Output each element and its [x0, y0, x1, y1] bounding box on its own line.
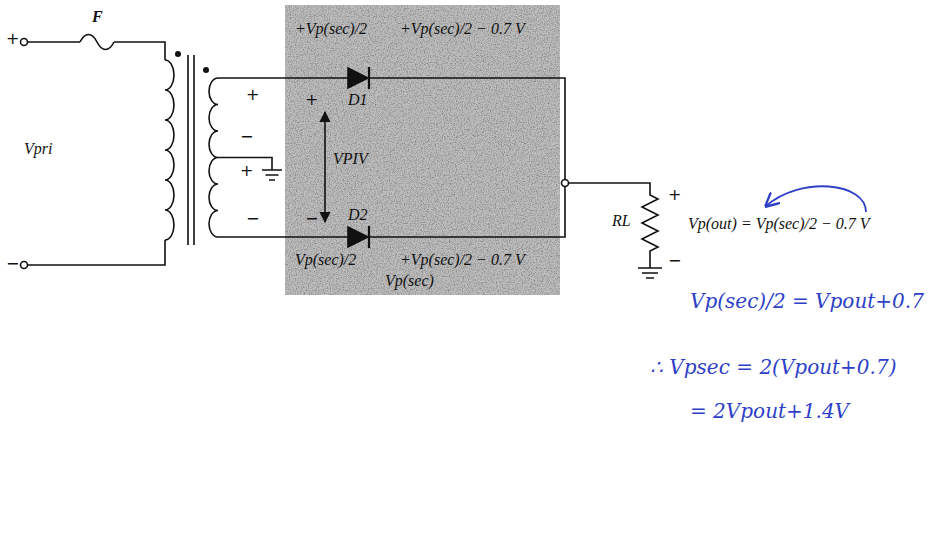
wire — [369, 187, 565, 238]
polarity-sign: − — [240, 128, 253, 146]
shaded-region-node: +Vp(sec)/2 +Vp(sec)/2 − 0.7 V D1 + VPIV − D2Vp… — [285, 5, 560, 295]
wire — [369, 78, 565, 180]
fuse-symbol — [80, 35, 114, 50]
polarity-dot — [203, 67, 209, 73]
polarity-sign: + — [668, 186, 681, 204]
polarity-sign: + — [305, 91, 318, 109]
diode-label: D1 — [348, 91, 368, 109]
voltage-arrow — [324, 112, 326, 222]
wire — [28, 41, 81, 43]
terminal — [21, 262, 28, 269]
voltage-label: +Vp(sec)/2 − 0.7 V — [400, 251, 525, 269]
diode-symbol — [348, 227, 368, 247]
shaded-region — [285, 5, 560, 295]
polarity-dot — [175, 51, 181, 57]
handwritten-note: ∴ Vpsec = 2(Vpout+0.7) — [650, 356, 896, 379]
handwritten-note: = 2Vpout+1.4V — [690, 400, 849, 423]
ground-symbol — [638, 268, 662, 278]
primary-coil — [165, 60, 174, 240]
transformer-core — [188, 55, 194, 245]
polarity-sign: + — [246, 86, 259, 104]
diode-symbol — [348, 68, 368, 88]
load-label: RL — [612, 212, 631, 230]
terminal — [21, 39, 28, 46]
output-terminal — [562, 180, 569, 187]
polarity-sign: − — [668, 252, 681, 270]
polarity-sign: − — [305, 210, 318, 228]
secondary-coil — [209, 78, 218, 237]
voltage-label: Vp(sec)/2 — [295, 251, 356, 269]
terminal-sign: + — [6, 30, 19, 48]
wire — [218, 77, 348, 79]
polarity-sign: − — [246, 210, 259, 228]
terminal-sign: − — [6, 255, 19, 273]
handwritten-note: Vp(sec)/2 = Vpout+0.7 — [690, 290, 924, 313]
voltage-label: Vpri — [24, 140, 52, 158]
shaded-texture — [285, 5, 560, 295]
wire — [114, 42, 165, 60]
fuse-label: F — [92, 8, 103, 26]
voltage-label: +Vp(sec)/2 — [295, 20, 367, 38]
polarity-sign: + — [240, 162, 253, 180]
formula-label: Vp(out) = Vp(sec)/2 − 0.7 V — [688, 215, 870, 233]
ground-symbol — [218, 158, 282, 181]
resistor-symbol — [569, 183, 659, 268]
voltage-label: Vp(sec) — [385, 272, 434, 290]
wire — [28, 240, 166, 265]
voltage-label: VPIV — [333, 150, 368, 168]
diode-label: D2 — [348, 206, 368, 224]
wire — [218, 236, 348, 238]
voltage-label: +Vp(sec)/2 − 0.7 V — [400, 20, 525, 38]
handwritten-arrow — [766, 186, 866, 212]
